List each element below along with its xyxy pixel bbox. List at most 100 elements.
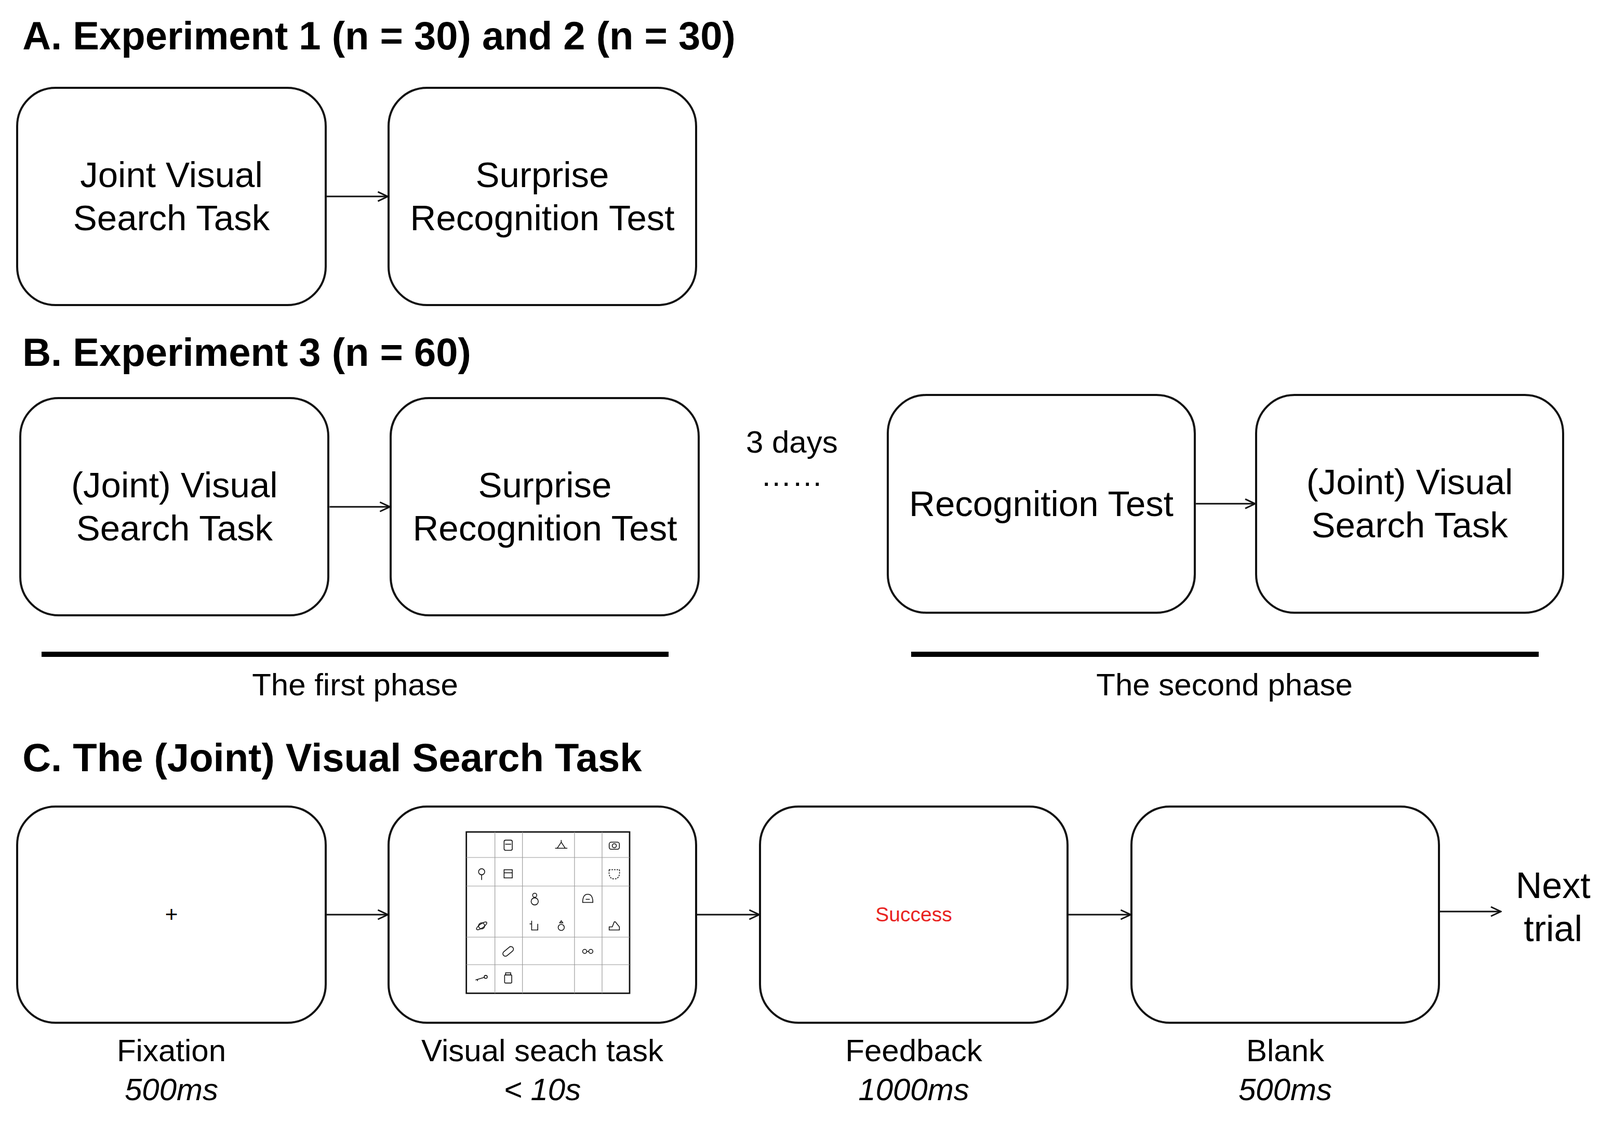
grid-line bbox=[601, 831, 603, 993]
phase-label: The first phase bbox=[251, 665, 459, 704]
grid-line bbox=[466, 936, 630, 938]
step-caption: 1000ms bbox=[858, 1069, 969, 1109]
box-text: Recognition Test bbox=[909, 482, 1174, 526]
step-caption: < 10s bbox=[503, 1069, 581, 1109]
flow-arrow bbox=[1195, 502, 1256, 505]
box-content: + bbox=[18, 807, 325, 1022]
grid-line bbox=[466, 856, 630, 858]
icon-part bbox=[609, 842, 620, 850]
flow-arrow bbox=[1068, 913, 1131, 915]
box-content: Surprise Recognition Test bbox=[389, 88, 695, 304]
box-caption: Fixation500ms bbox=[0, 1030, 367, 1109]
connector-group bbox=[326, 196, 1256, 915]
grid-line bbox=[494, 831, 496, 993]
box-content: (Joint) Visual Search Task bbox=[21, 398, 328, 615]
step-caption: 500ms bbox=[124, 1069, 219, 1109]
icon-part bbox=[609, 921, 620, 930]
section-heading: A. Experiment 1 (n = 30) and 2 (n = 30) bbox=[22, 12, 736, 60]
procedure-box: (Joint) Visual Search Task bbox=[1255, 393, 1565, 613]
box-text: (Joint) Visual Search Task bbox=[34, 463, 315, 550]
icon bbox=[557, 920, 565, 931]
flow-arrow bbox=[329, 505, 390, 508]
icon bbox=[475, 975, 488, 981]
trial-step-box: Visual seach task< 10s bbox=[387, 805, 697, 1024]
procedure-box: Recognition Test bbox=[886, 393, 1196, 613]
step-caption: Blank bbox=[1246, 1030, 1325, 1070]
icon-part bbox=[559, 920, 563, 923]
step-caption: 500ms bbox=[1238, 1069, 1332, 1109]
box-content: Joint Visual Search Task bbox=[18, 88, 325, 304]
step-caption: Feedback bbox=[845, 1030, 983, 1070]
phase-bar bbox=[911, 651, 1539, 657]
icon-part bbox=[582, 949, 588, 954]
box-text: Surprise Recognition Test bbox=[404, 463, 686, 550]
box-content bbox=[389, 807, 695, 1022]
icon bbox=[529, 920, 538, 930]
box-caption: Feedback1000ms bbox=[719, 1030, 1108, 1109]
icon-part bbox=[478, 868, 485, 875]
icon-part bbox=[530, 897, 539, 905]
icon bbox=[608, 869, 620, 879]
delay-label: 3 days bbox=[745, 423, 838, 461]
box-text: Success bbox=[875, 902, 952, 927]
box-text: (Joint) Visual Search Task bbox=[1269, 460, 1551, 547]
box-content bbox=[1132, 807, 1438, 1022]
icon-part bbox=[586, 950, 589, 952]
box-caption: Blank500ms bbox=[1090, 1030, 1479, 1109]
box-caption: Visual seach task< 10s bbox=[348, 1030, 737, 1109]
box-content: Success bbox=[761, 807, 1066, 1022]
trial-step-box: Blank500ms bbox=[1130, 805, 1440, 1024]
next-trial-arrow bbox=[1440, 910, 1501, 913]
icon bbox=[582, 949, 594, 954]
icon bbox=[503, 869, 513, 878]
ellipsis-mark: …… bbox=[760, 456, 823, 495]
box-content: Surprise Recognition Test bbox=[391, 398, 698, 615]
flow-arrow bbox=[326, 913, 389, 915]
icon-part bbox=[529, 920, 538, 930]
flow-arrow bbox=[326, 195, 389, 198]
icon-part bbox=[484, 975, 488, 979]
trial-step-box: SuccessFeedback1000ms bbox=[758, 805, 1069, 1024]
phase-bar bbox=[41, 651, 669, 657]
procedure-box: Joint Visual Search Task bbox=[16, 86, 327, 306]
icon-part bbox=[481, 874, 483, 880]
icon bbox=[582, 894, 594, 903]
icon-part bbox=[503, 840, 513, 851]
trial-step-box: +Fixation500ms bbox=[16, 805, 327, 1024]
flow-arrow bbox=[697, 913, 760, 915]
icon bbox=[503, 840, 513, 851]
grid-frame bbox=[466, 831, 630, 993]
icon-part bbox=[582, 894, 594, 903]
icon-part bbox=[612, 843, 617, 848]
icon-part bbox=[503, 872, 513, 874]
search-grid bbox=[466, 831, 630, 993]
icon-part bbox=[475, 977, 485, 981]
icon-part bbox=[478, 922, 485, 929]
icon bbox=[475, 920, 488, 931]
grid-line bbox=[574, 831, 575, 993]
box-content: (Joint) Visual Search Task bbox=[1257, 395, 1563, 611]
icon-part bbox=[555, 840, 568, 849]
icon-part bbox=[501, 944, 515, 957]
icon-part bbox=[503, 869, 513, 878]
next-trial-label: Next trial bbox=[1501, 863, 1600, 951]
box-text: Surprise Recognition Test bbox=[402, 153, 683, 240]
section-heading: B. Experiment 3 (n = 60) bbox=[22, 328, 472, 376]
box-text: + bbox=[165, 901, 179, 928]
icon bbox=[501, 944, 515, 957]
grid-line bbox=[466, 964, 630, 965]
search-icons bbox=[475, 840, 620, 983]
grid-lines bbox=[466, 831, 630, 993]
procedure-box: Surprise Recognition Test bbox=[387, 86, 697, 306]
icon-part bbox=[504, 843, 512, 845]
section-heading: C. The (Joint) Visual Search Task bbox=[22, 734, 642, 781]
icon-part bbox=[475, 920, 488, 931]
icon-part bbox=[588, 949, 593, 954]
icon bbox=[504, 972, 512, 983]
procedure-box: (Joint) Visual Search Task bbox=[19, 396, 330, 617]
box-text: Joint Visual Search Task bbox=[31, 153, 312, 240]
icon-part bbox=[532, 892, 537, 898]
phase-label: The second phase bbox=[1096, 665, 1353, 704]
grid-line bbox=[466, 885, 630, 886]
